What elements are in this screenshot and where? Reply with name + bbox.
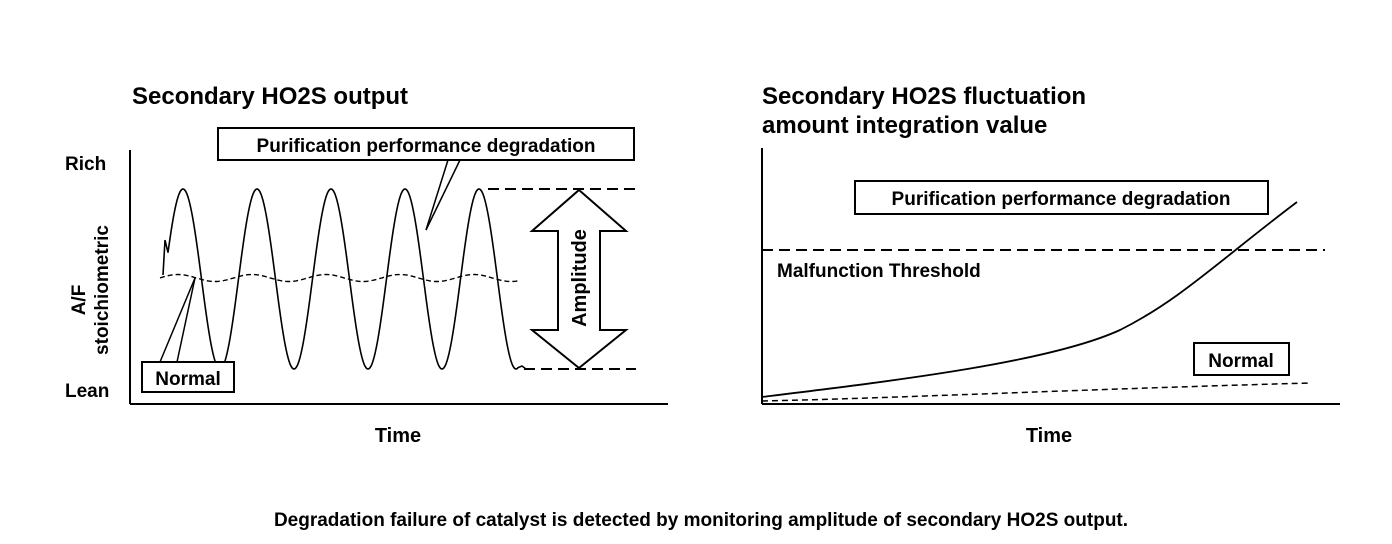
right-degradation-callout-text: Purification performance degradation xyxy=(892,189,1231,210)
rich-label: Rich xyxy=(65,154,106,175)
left-y-axis-title: A/F stoichiometric xyxy=(69,225,113,355)
af-label: A/F xyxy=(69,285,90,316)
malfunction-threshold-label: Malfunction Threshold xyxy=(777,261,981,282)
right-x-axis-title: Time xyxy=(1026,425,1072,447)
right-degradation-callout-box xyxy=(854,180,1269,215)
degradation-callout-pointer-a xyxy=(425,159,449,231)
lean-label: Lean xyxy=(65,381,109,402)
right-panel-title-line1: Secondary HO2S fluctuation xyxy=(762,83,1086,110)
normal-callout-pointer-a xyxy=(159,277,196,363)
amplitude-label: Amplitude xyxy=(569,229,591,327)
right-panel-title-line2: amount integration value xyxy=(762,112,1047,139)
left-normal-callout-box xyxy=(141,361,235,393)
left-panel-title: Secondary HO2S output xyxy=(132,83,408,110)
left-degradation-callout-text: Purification performance degradation xyxy=(257,136,596,157)
right-normal-callout-box xyxy=(1193,342,1290,376)
degradation-callout-pointer-b xyxy=(425,159,461,231)
left-x-axis-title: Time xyxy=(375,425,421,447)
left-normal-callout-text: Normal xyxy=(155,369,220,390)
normal-callout-pointer-b xyxy=(176,277,196,363)
caption: Degradation failure of catalyst is detec… xyxy=(274,510,1128,531)
normal-output-wave xyxy=(159,273,521,283)
degraded-output-wave xyxy=(162,188,527,370)
stoichiometric-label: stoichiometric xyxy=(92,225,113,355)
degraded-integration-curve xyxy=(761,201,1298,398)
amplitude-double-arrow xyxy=(529,188,629,370)
left-panel: Secondary HO2S output Rich Lean A/F stoi… xyxy=(65,83,668,447)
normal-integration-curve xyxy=(761,382,1311,402)
left-degradation-callout-box xyxy=(217,127,635,161)
right-normal-callout-text: Normal xyxy=(1208,351,1273,372)
right-panel: Secondary HO2S fluctuation amount integr… xyxy=(761,83,1340,447)
